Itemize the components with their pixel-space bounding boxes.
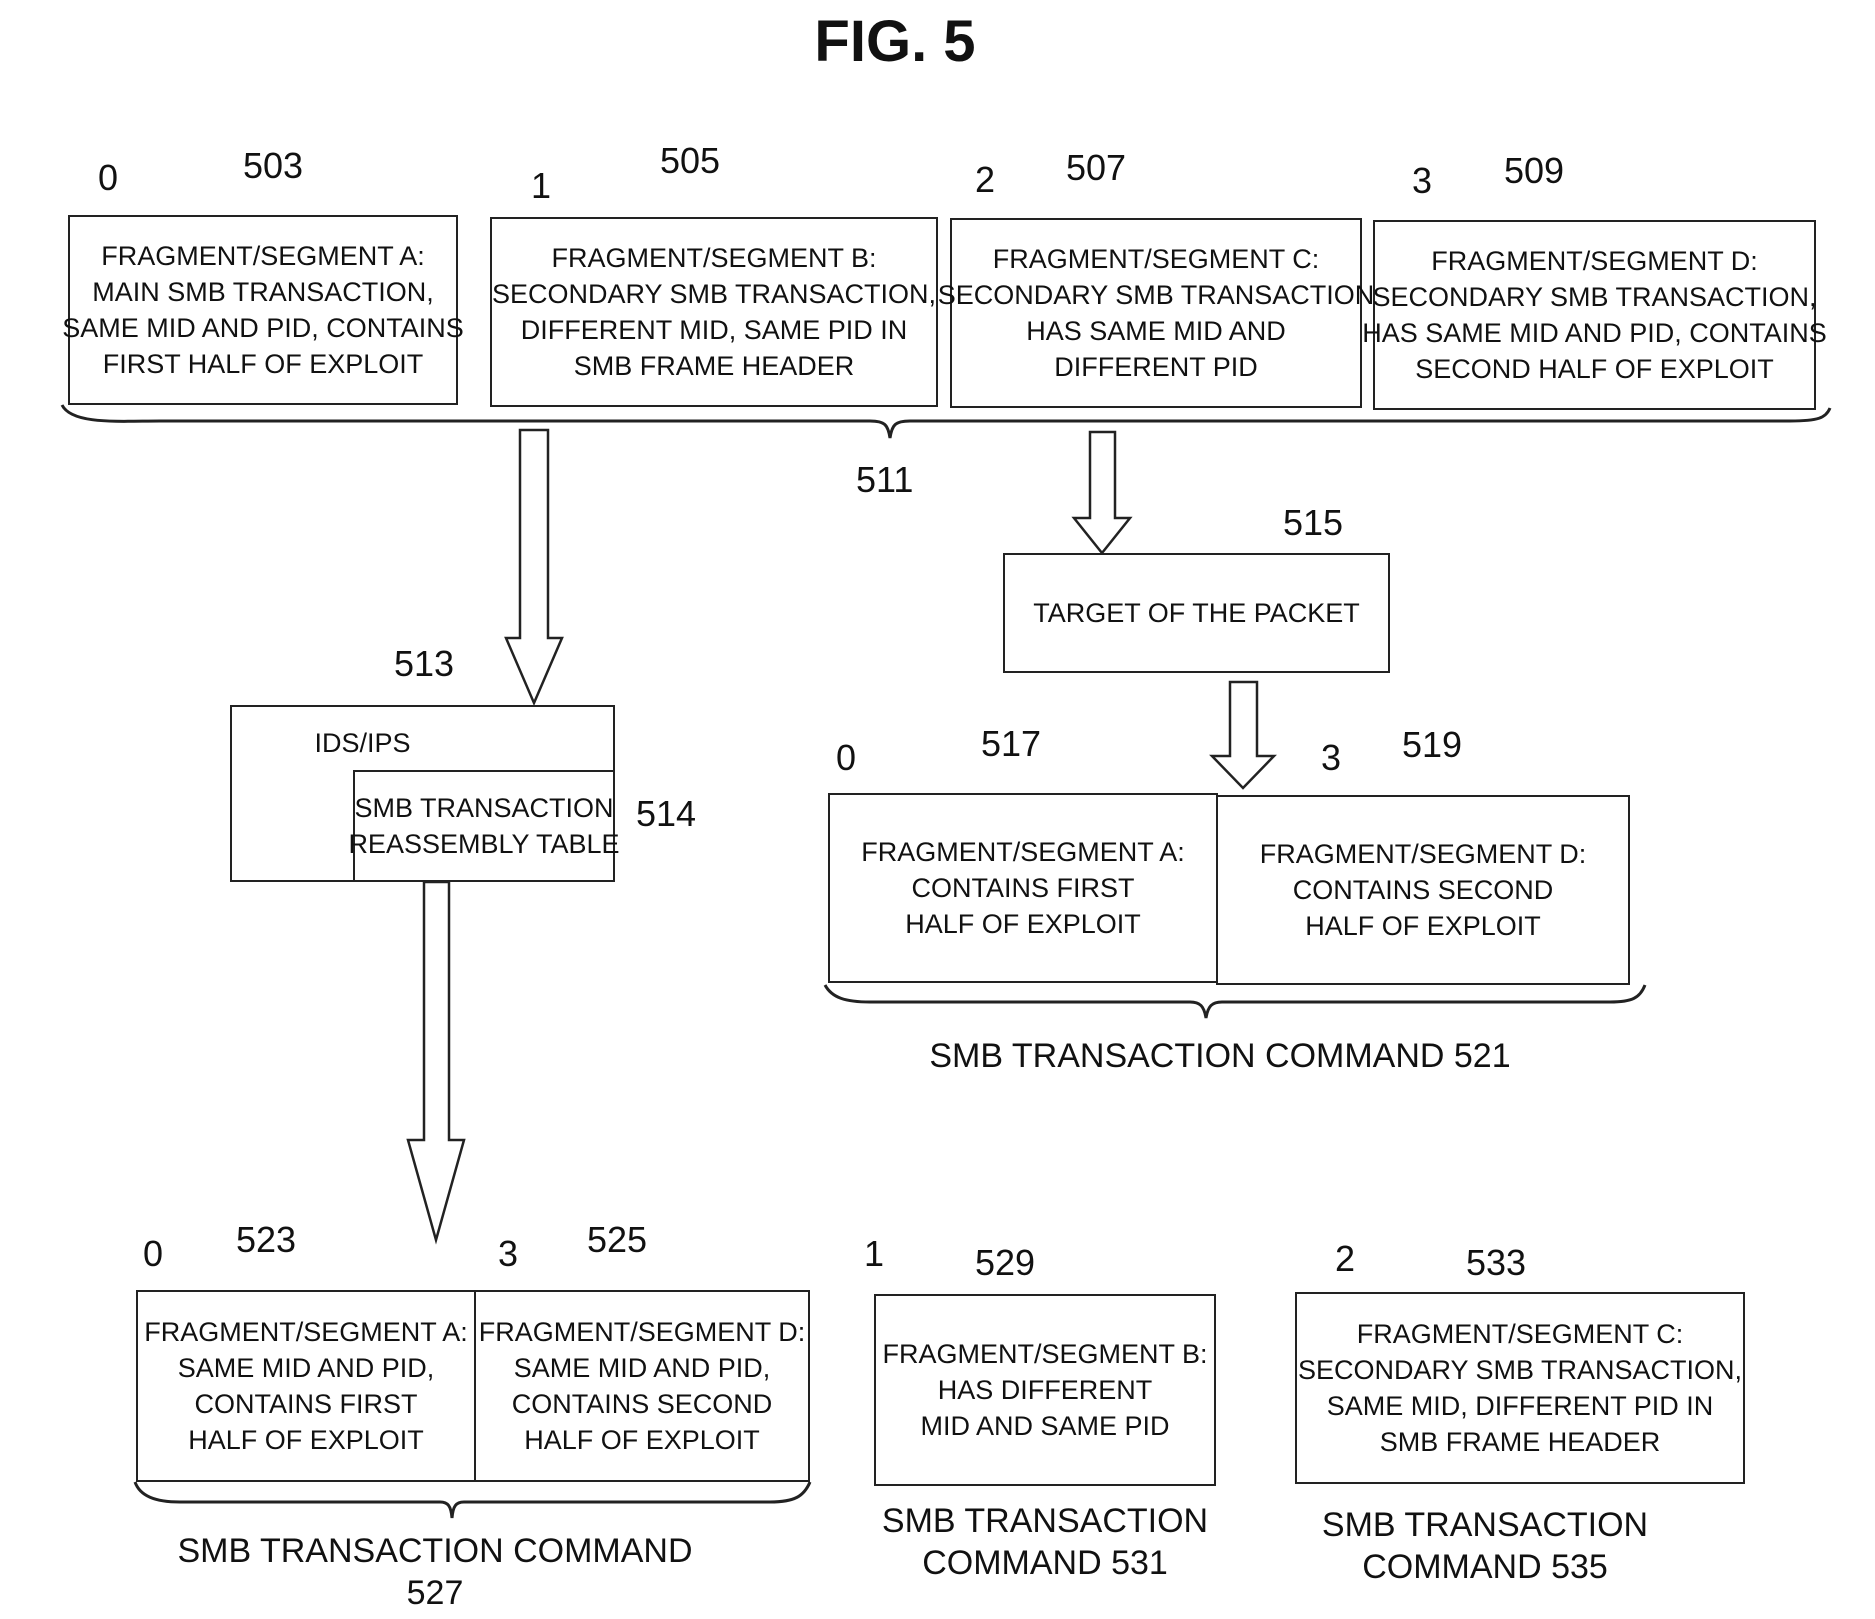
fragment-523: FRAGMENT/SEGMENT A: SAME MID AND PID, CO… xyxy=(136,1290,476,1482)
fragment-525: FRAGMENT/SEGMENT D: SAME MID AND PID, CO… xyxy=(474,1290,810,1482)
index-507: 2 xyxy=(975,162,995,198)
index-519: 3 xyxy=(1321,740,1341,776)
index-525: 3 xyxy=(498,1236,518,1272)
ids-ips-label: IDS/IPS xyxy=(314,725,410,761)
fragment-503: FRAGMENT/SEGMENT A: MAIN SMB TRANSACTION… xyxy=(68,215,458,405)
ref-523: 523 xyxy=(236,1222,296,1258)
caption-531-line-2: COMMAND 531 xyxy=(875,1542,1215,1584)
fragment-517-line-3: HALF OF EXPLOIT xyxy=(905,906,1141,942)
fragment-503-line-3: SAME MID AND PID, CONTAINS xyxy=(62,310,464,346)
fragment-517-line-1: FRAGMENT/SEGMENT A: xyxy=(861,834,1185,870)
arrow-to-target-output xyxy=(1212,682,1274,788)
fragment-505-line-3: DIFFERENT MID, SAME PID IN xyxy=(521,312,908,348)
index-533: 2 xyxy=(1335,1241,1355,1277)
fragment-523-line-4: HALF OF EXPLOIT xyxy=(188,1422,424,1458)
fragment-507-line-3: HAS SAME MID AND xyxy=(1026,313,1286,349)
brace-521 xyxy=(825,985,1645,1018)
fragment-523-line-3: CONTAINS FIRST xyxy=(194,1386,417,1422)
fragment-533-line-2: SECONDARY SMB TRANSACTION, xyxy=(1298,1352,1742,1388)
fragment-525-line-3: CONTAINS SECOND xyxy=(512,1386,773,1422)
fragment-507-line-2: SECONDARY SMB TRANSACTION xyxy=(938,277,1375,313)
fragment-529-line-3: MID AND SAME PID xyxy=(920,1408,1169,1444)
index-503: 0 xyxy=(98,160,118,196)
ref-519: 519 xyxy=(1402,727,1462,763)
index-505: 1 xyxy=(531,168,551,204)
fragment-507: FRAGMENT/SEGMENT C: SECONDARY SMB TRANSA… xyxy=(950,218,1362,408)
fragment-503-line-2: MAIN SMB TRANSACTION, xyxy=(92,274,434,310)
caption-535-line-2: COMMAND 535 xyxy=(1315,1546,1655,1588)
fragment-533-line-4: SMB FRAME HEADER xyxy=(1380,1424,1661,1460)
fragment-503-line-4: FIRST HALF OF EXPLOIT xyxy=(103,346,424,382)
caption-535: SMB TRANSACTION COMMAND 535 xyxy=(1315,1504,1655,1588)
fragment-507-line-1: FRAGMENT/SEGMENT C: xyxy=(993,241,1320,277)
index-529: 1 xyxy=(864,1236,884,1272)
caption-527: SMB TRANSACTION COMMAND 527 xyxy=(150,1530,720,1614)
fragment-533-line-3: SAME MID, DIFFERENT PID IN xyxy=(1327,1388,1714,1424)
fragment-519-line-2: CONTAINS SECOND xyxy=(1293,872,1554,908)
fragment-509-line-3: HAS SAME MID AND PID, CONTAINS xyxy=(1362,315,1827,351)
arrow-to-ids xyxy=(506,430,562,703)
arrow-to-target xyxy=(1074,432,1130,553)
caption-535-line-1: SMB TRANSACTION xyxy=(1315,1504,1655,1546)
fragment-505-line-4: SMB FRAME HEADER xyxy=(574,348,855,384)
fragment-519: FRAGMENT/SEGMENT D: CONTAINS SECOND HALF… xyxy=(1216,795,1630,985)
fragment-533-line-1: FRAGMENT/SEGMENT C: xyxy=(1357,1316,1684,1352)
fragment-505: FRAGMENT/SEGMENT B: SECONDARY SMB TRANSA… xyxy=(490,217,938,407)
caption-531: SMB TRANSACTION COMMAND 531 xyxy=(875,1500,1215,1584)
ref-529: 529 xyxy=(975,1245,1035,1281)
arrow-to-ids-output xyxy=(408,882,464,1240)
fragment-503-line-1: FRAGMENT/SEGMENT A: xyxy=(101,238,425,274)
fragment-507-line-4: DIFFERENT PID xyxy=(1054,349,1258,385)
ref-511: 511 xyxy=(856,462,913,498)
fragment-525-line-2: SAME MID AND PID, xyxy=(514,1350,771,1386)
fragment-529: FRAGMENT/SEGMENT B: HAS DIFFERENT MID AN… xyxy=(874,1294,1216,1486)
index-517: 0 xyxy=(836,740,856,776)
fragment-519-line-3: HALF OF EXPLOIT xyxy=(1305,908,1541,944)
ref-514: 514 xyxy=(636,796,696,832)
fragment-509-line-1: FRAGMENT/SEGMENT D: xyxy=(1431,243,1758,279)
caption-531-line-1: SMB TRANSACTION xyxy=(875,1500,1215,1542)
fragment-509: FRAGMENT/SEGMENT D: SECONDARY SMB TRANSA… xyxy=(1373,220,1816,410)
ref-517: 517 xyxy=(981,726,1041,762)
fragment-525-line-1: FRAGMENT/SEGMENT D: xyxy=(479,1314,806,1350)
fragment-523-line-1: FRAGMENT/SEGMENT A: xyxy=(144,1314,468,1350)
fragment-505-line-1: FRAGMENT/SEGMENT B: xyxy=(551,240,876,276)
fragment-523-line-2: SAME MID AND PID, xyxy=(178,1350,435,1386)
fragment-533: FRAGMENT/SEGMENT C: SECONDARY SMB TRANSA… xyxy=(1295,1292,1745,1484)
fragment-505-line-2: SECONDARY SMB TRANSACTION, xyxy=(492,276,936,312)
target-label: TARGET OF THE PACKET xyxy=(1033,595,1360,631)
caption-521: SMB TRANSACTION COMMAND 521 xyxy=(900,1035,1540,1077)
target-box: TARGET OF THE PACKET xyxy=(1003,553,1390,673)
ref-513: 513 xyxy=(394,646,454,682)
ref-515: 515 xyxy=(1283,505,1343,541)
ref-525: 525 xyxy=(587,1222,647,1258)
index-509: 3 xyxy=(1412,163,1432,199)
fragment-529-line-2: HAS DIFFERENT xyxy=(938,1372,1153,1408)
fragment-519-line-1: FRAGMENT/SEGMENT D: xyxy=(1260,836,1587,872)
fragment-509-line-4: SECOND HALF OF EXPLOIT xyxy=(1415,351,1774,387)
ref-533: 533 xyxy=(1466,1245,1526,1281)
fragment-529-line-1: FRAGMENT/SEGMENT B: xyxy=(882,1336,1207,1372)
brace-527 xyxy=(135,1482,810,1518)
ref-507: 507 xyxy=(1066,150,1126,186)
fragment-517-line-2: CONTAINS FIRST xyxy=(911,870,1134,906)
reassembly-table: SMB TRANSACTION REASSEMBLY TABLE xyxy=(353,770,615,882)
reassembly-table-line-2: REASSEMBLY TABLE xyxy=(348,826,619,862)
fragment-525-line-4: HALF OF EXPLOIT xyxy=(524,1422,760,1458)
fragment-517: FRAGMENT/SEGMENT A: CONTAINS FIRST HALF … xyxy=(828,793,1218,983)
fragment-509-line-2: SECONDARY SMB TRANSACTION, xyxy=(1372,279,1816,315)
reassembly-table-line-1: SMB TRANSACTION xyxy=(354,790,613,826)
index-523: 0 xyxy=(143,1236,163,1272)
ref-509: 509 xyxy=(1504,153,1564,189)
ref-503: 503 xyxy=(243,148,303,184)
ref-505: 505 xyxy=(660,143,720,179)
